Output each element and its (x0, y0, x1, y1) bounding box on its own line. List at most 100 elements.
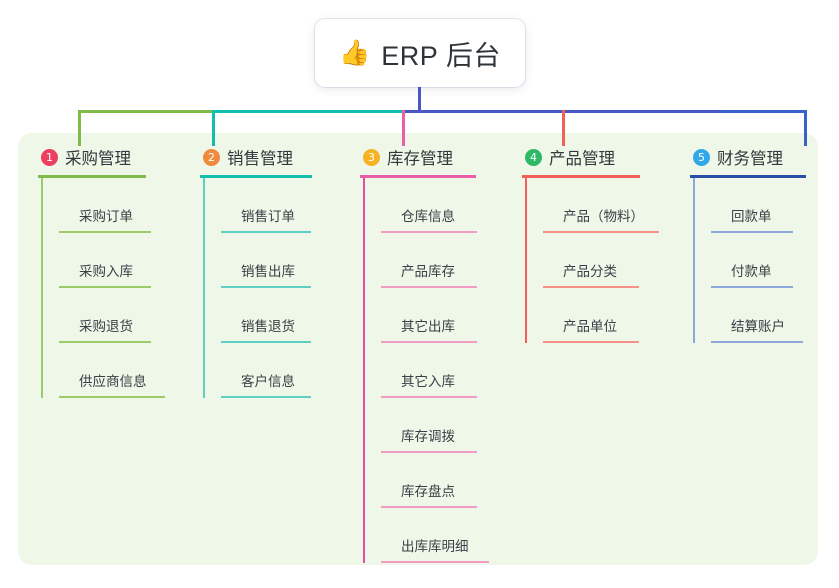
root-node-erp-backend[interactable]: 👍 ERP 后台 (315, 19, 525, 87)
leaf-item-rule (711, 231, 793, 233)
branch-spine-2 (203, 178, 205, 398)
branch-title-3: 库存管理 (387, 150, 453, 168)
leaf-item-label: 其它出库 (401, 319, 455, 334)
leaf-item-rule (59, 396, 165, 398)
leaf-item[interactable]: 产品（物料） (543, 178, 672, 233)
branch-title-5: 财务管理 (717, 150, 783, 168)
branch-header-2[interactable]: 2 销售管理 (200, 146, 350, 168)
leaf-item[interactable]: 产品分类 (543, 233, 672, 288)
connector-leg-2 (212, 110, 215, 146)
leaf-item-rule (381, 341, 477, 343)
leaf-item-label: 采购入库 (79, 264, 133, 279)
leaf-item-rule (59, 341, 151, 343)
connector-bus-blue (402, 110, 721, 113)
leaf-item-rule (381, 451, 477, 453)
leaf-item-rule (59, 231, 151, 233)
branch-items-2: 销售订单销售出库销售退货客户信息 (200, 178, 350, 398)
leaf-item-rule (221, 341, 311, 343)
branch-number-badge-1: 1 (41, 148, 58, 166)
leaf-item-label: 客户信息 (241, 374, 295, 389)
leaf-item-rule (543, 231, 659, 233)
diagram-panel (18, 133, 818, 565)
branch-number-badge-3: 3 (363, 148, 380, 166)
leaf-item[interactable]: 其它入库 (381, 343, 510, 398)
branch-column-4: 4 产品管理 产品（物料） 产品分类产品单位 (522, 146, 672, 343)
branch-column-5: 5 财务管理 回款单付款单结算账户 (690, 146, 839, 343)
leaf-item[interactable]: 回款单 (711, 178, 839, 233)
leaf-item[interactable]: 库存盘点 (381, 453, 510, 508)
leaf-item[interactable]: 产品库存 (381, 233, 510, 288)
leaf-item[interactable]: 采购入库 (59, 233, 188, 288)
leaf-item-rule (221, 286, 311, 288)
connector-bus-teal (212, 110, 402, 113)
leaf-item-label: 回款单 (731, 209, 772, 224)
leaf-item-label: 采购退货 (79, 319, 133, 334)
root-node-title: ERP 后台 (381, 40, 501, 71)
branch-rule-4 (522, 175, 640, 178)
leaf-item-label: 其它入库 (401, 374, 455, 389)
leaf-item-rule (221, 396, 311, 398)
leaf-item-label: 销售订单 (241, 209, 295, 224)
leaf-item-label: 产品分类 (563, 264, 617, 279)
leaf-item-label: 仓库信息 (401, 209, 455, 224)
leaf-item-rule (59, 286, 151, 288)
leaf-item[interactable]: 仓库信息 (381, 178, 510, 233)
branch-spine-5 (693, 178, 695, 343)
branch-header-4[interactable]: 4 产品管理 (522, 146, 672, 168)
branch-spine-3 (363, 178, 365, 563)
branch-rule-5 (690, 175, 806, 178)
branch-items-5: 回款单付款单结算账户 (690, 178, 839, 343)
connector-bus-green (78, 110, 212, 113)
leaf-item[interactable]: 库存调拨 (381, 398, 510, 453)
thumbs-up-icon: 👍 (339, 38, 371, 67)
leaf-item-label: 产品（物料） (563, 209, 644, 224)
leaf-item-rule (381, 396, 477, 398)
branch-header-3[interactable]: 3 库存管理 (360, 146, 510, 168)
branch-title-4: 产品管理 (549, 150, 615, 168)
branch-number-badge-5: 5 (693, 148, 710, 166)
leaf-item[interactable]: 客户信息 (221, 343, 350, 398)
branch-spine-1 (41, 178, 43, 398)
leaf-item[interactable]: 其它出库 (381, 288, 510, 343)
leaf-item-rule (711, 286, 793, 288)
leaf-item-label: 产品库存 (401, 264, 455, 279)
leaf-item-label: 出库库明细 (401, 539, 469, 554)
branch-title-2: 销售管理 (227, 150, 293, 168)
leaf-item-label: 付款单 (731, 264, 772, 279)
branch-items-4: 产品（物料） 产品分类产品单位 (522, 178, 672, 343)
leaf-item[interactable]: 销售订单 (221, 178, 350, 233)
leaf-item[interactable]: 销售退货 (221, 288, 350, 343)
leaf-item[interactable]: 付款单 (711, 233, 839, 288)
leaf-item-rule (381, 561, 489, 563)
leaf-item-label: 采购订单 (79, 209, 133, 224)
branch-header-1[interactable]: 1 采购管理 (38, 146, 188, 168)
leaf-item-label: 结算账户 (731, 319, 785, 334)
leaf-item[interactable]: 采购退货 (59, 288, 188, 343)
leaf-item-rule (221, 231, 311, 233)
connector-bus-blue-right (721, 110, 807, 113)
leaf-item-label: 供应商信息 (79, 374, 147, 389)
leaf-item[interactable]: 供应商信息 (59, 343, 188, 398)
connector-leg-1 (78, 110, 81, 146)
leaf-item-rule (381, 506, 477, 508)
leaf-item[interactable]: 采购订单 (59, 178, 188, 233)
connector-root-stem (418, 87, 421, 112)
leaf-item-rule (381, 231, 477, 233)
leaf-item-rule (543, 286, 639, 288)
branch-rule-3 (360, 175, 476, 178)
branch-number-badge-2: 2 (203, 148, 220, 166)
branch-items-3: 仓库信息产品库存其它出库其它入库库存调拨库存盘点出库库明细 (360, 178, 510, 563)
branch-header-5[interactable]: 5 财务管理 (690, 146, 839, 168)
branch-number-badge-4: 4 (525, 148, 542, 166)
leaf-item[interactable]: 结算账户 (711, 288, 839, 343)
leaf-item[interactable]: 出库库明细 (381, 508, 510, 563)
leaf-item[interactable]: 销售出库 (221, 233, 350, 288)
branch-column-3: 3 库存管理 仓库信息产品库存其它出库其它入库库存调拨库存盘点出库库明细 (360, 146, 510, 563)
leaf-item-label: 产品单位 (563, 319, 617, 334)
leaf-item-label: 库存盘点 (401, 484, 455, 499)
connector-leg-4 (562, 110, 565, 146)
branch-spine-4 (525, 178, 527, 343)
leaf-item-rule (381, 286, 477, 288)
leaf-item[interactable]: 产品单位 (543, 288, 672, 343)
branch-rule-1 (38, 175, 146, 178)
